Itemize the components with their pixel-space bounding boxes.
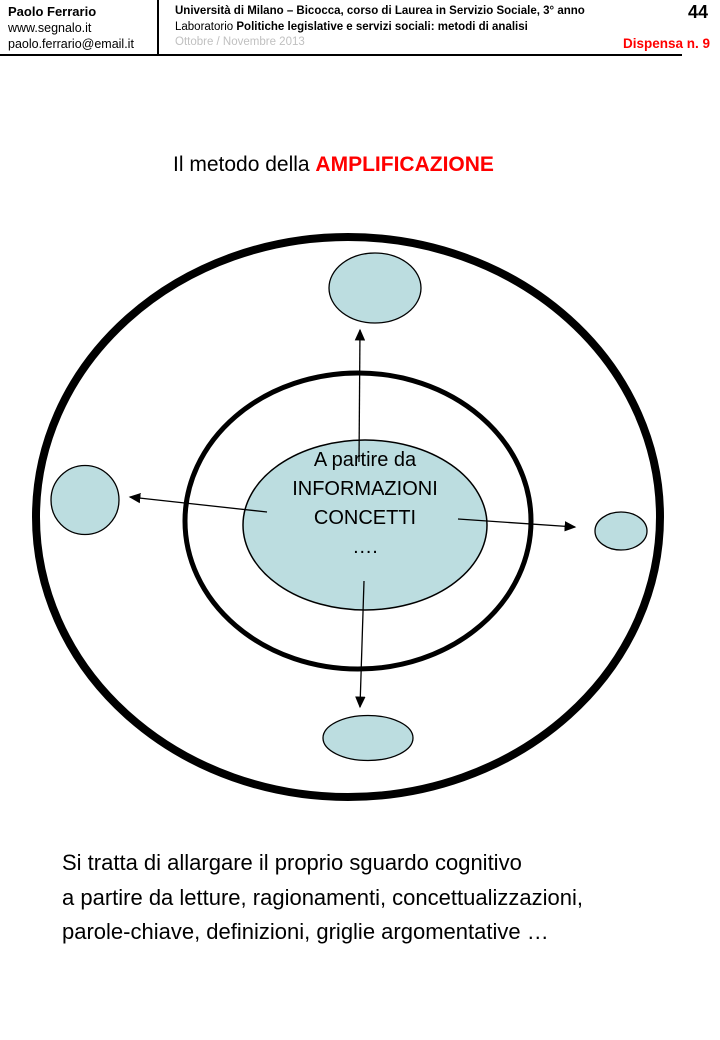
footer-line-1: Si tratta di allargare il proprio sguard… — [62, 850, 522, 875]
footer-line-3: parole-chiave, definizioni, griglie argo… — [62, 919, 549, 944]
footer-line-2: a partire da letture, ragionamenti, conc… — [62, 884, 583, 910]
title-prefix: Il metodo della — [173, 153, 316, 176]
center-line-2: INFORMAZIONI — [292, 478, 438, 500]
header-author-block: Paolo Ferrario www.segnalo.it paolo.ferr… — [8, 4, 153, 52]
amplification-diagram — [32, 233, 664, 801]
course-line-1: Università di Milano – Bicocca, corso di… — [175, 5, 585, 17]
node-left-ellipse — [50, 464, 120, 536]
center-ellipse-text: A partire da INFORMAZIONI CONCETTI …. — [243, 446, 487, 562]
author-website: www.segnalo.it — [8, 21, 92, 35]
center-line-1: A partire da — [313, 449, 417, 471]
course-line-2: Laboratorio Politiche legislative e serv… — [175, 20, 645, 36]
arrow-right — [457, 518, 577, 532]
dispensa-label: Dispensa n. 9 — [622, 36, 710, 51]
author-name: Paolo Ferrario — [8, 4, 97, 19]
node-right-ellipse — [594, 511, 648, 551]
header-divider — [157, 0, 159, 54]
arrow-left — [128, 492, 268, 513]
course-line-3-date: Ottobre / Novembre 2013 — [175, 36, 305, 48]
footer-paragraph: Si tratta di allargare il proprio sguard… — [62, 846, 682, 950]
page-number: 44 — [687, 2, 708, 22]
inner-circle — [182, 370, 534, 672]
center-line-4-dots: …. — [352, 536, 378, 558]
course-line-2-bold: Politiche legislative e servizi sociali:… — [236, 20, 528, 33]
center-ellipse — [242, 439, 488, 611]
author-email: paolo.ferrario@email.it — [8, 37, 134, 51]
node-top-ellipse — [328, 252, 422, 324]
center-line-3: CONCETTI — [313, 507, 417, 529]
arrow-up — [354, 328, 366, 463]
page-title: Il metodo della AMPLIFICAZIONE — [173, 153, 494, 177]
course-line-2-prefix: Laboratorio — [175, 20, 237, 33]
arrow-down — [355, 580, 366, 709]
outer-circle — [32, 233, 664, 801]
node-bottom-ellipse — [322, 714, 414, 762]
header-course-block: Università di Milano – Bicocca, corso di… — [175, 4, 645, 51]
header-rule — [0, 54, 682, 56]
title-highlight: AMPLIFICAZIONE — [315, 153, 494, 176]
